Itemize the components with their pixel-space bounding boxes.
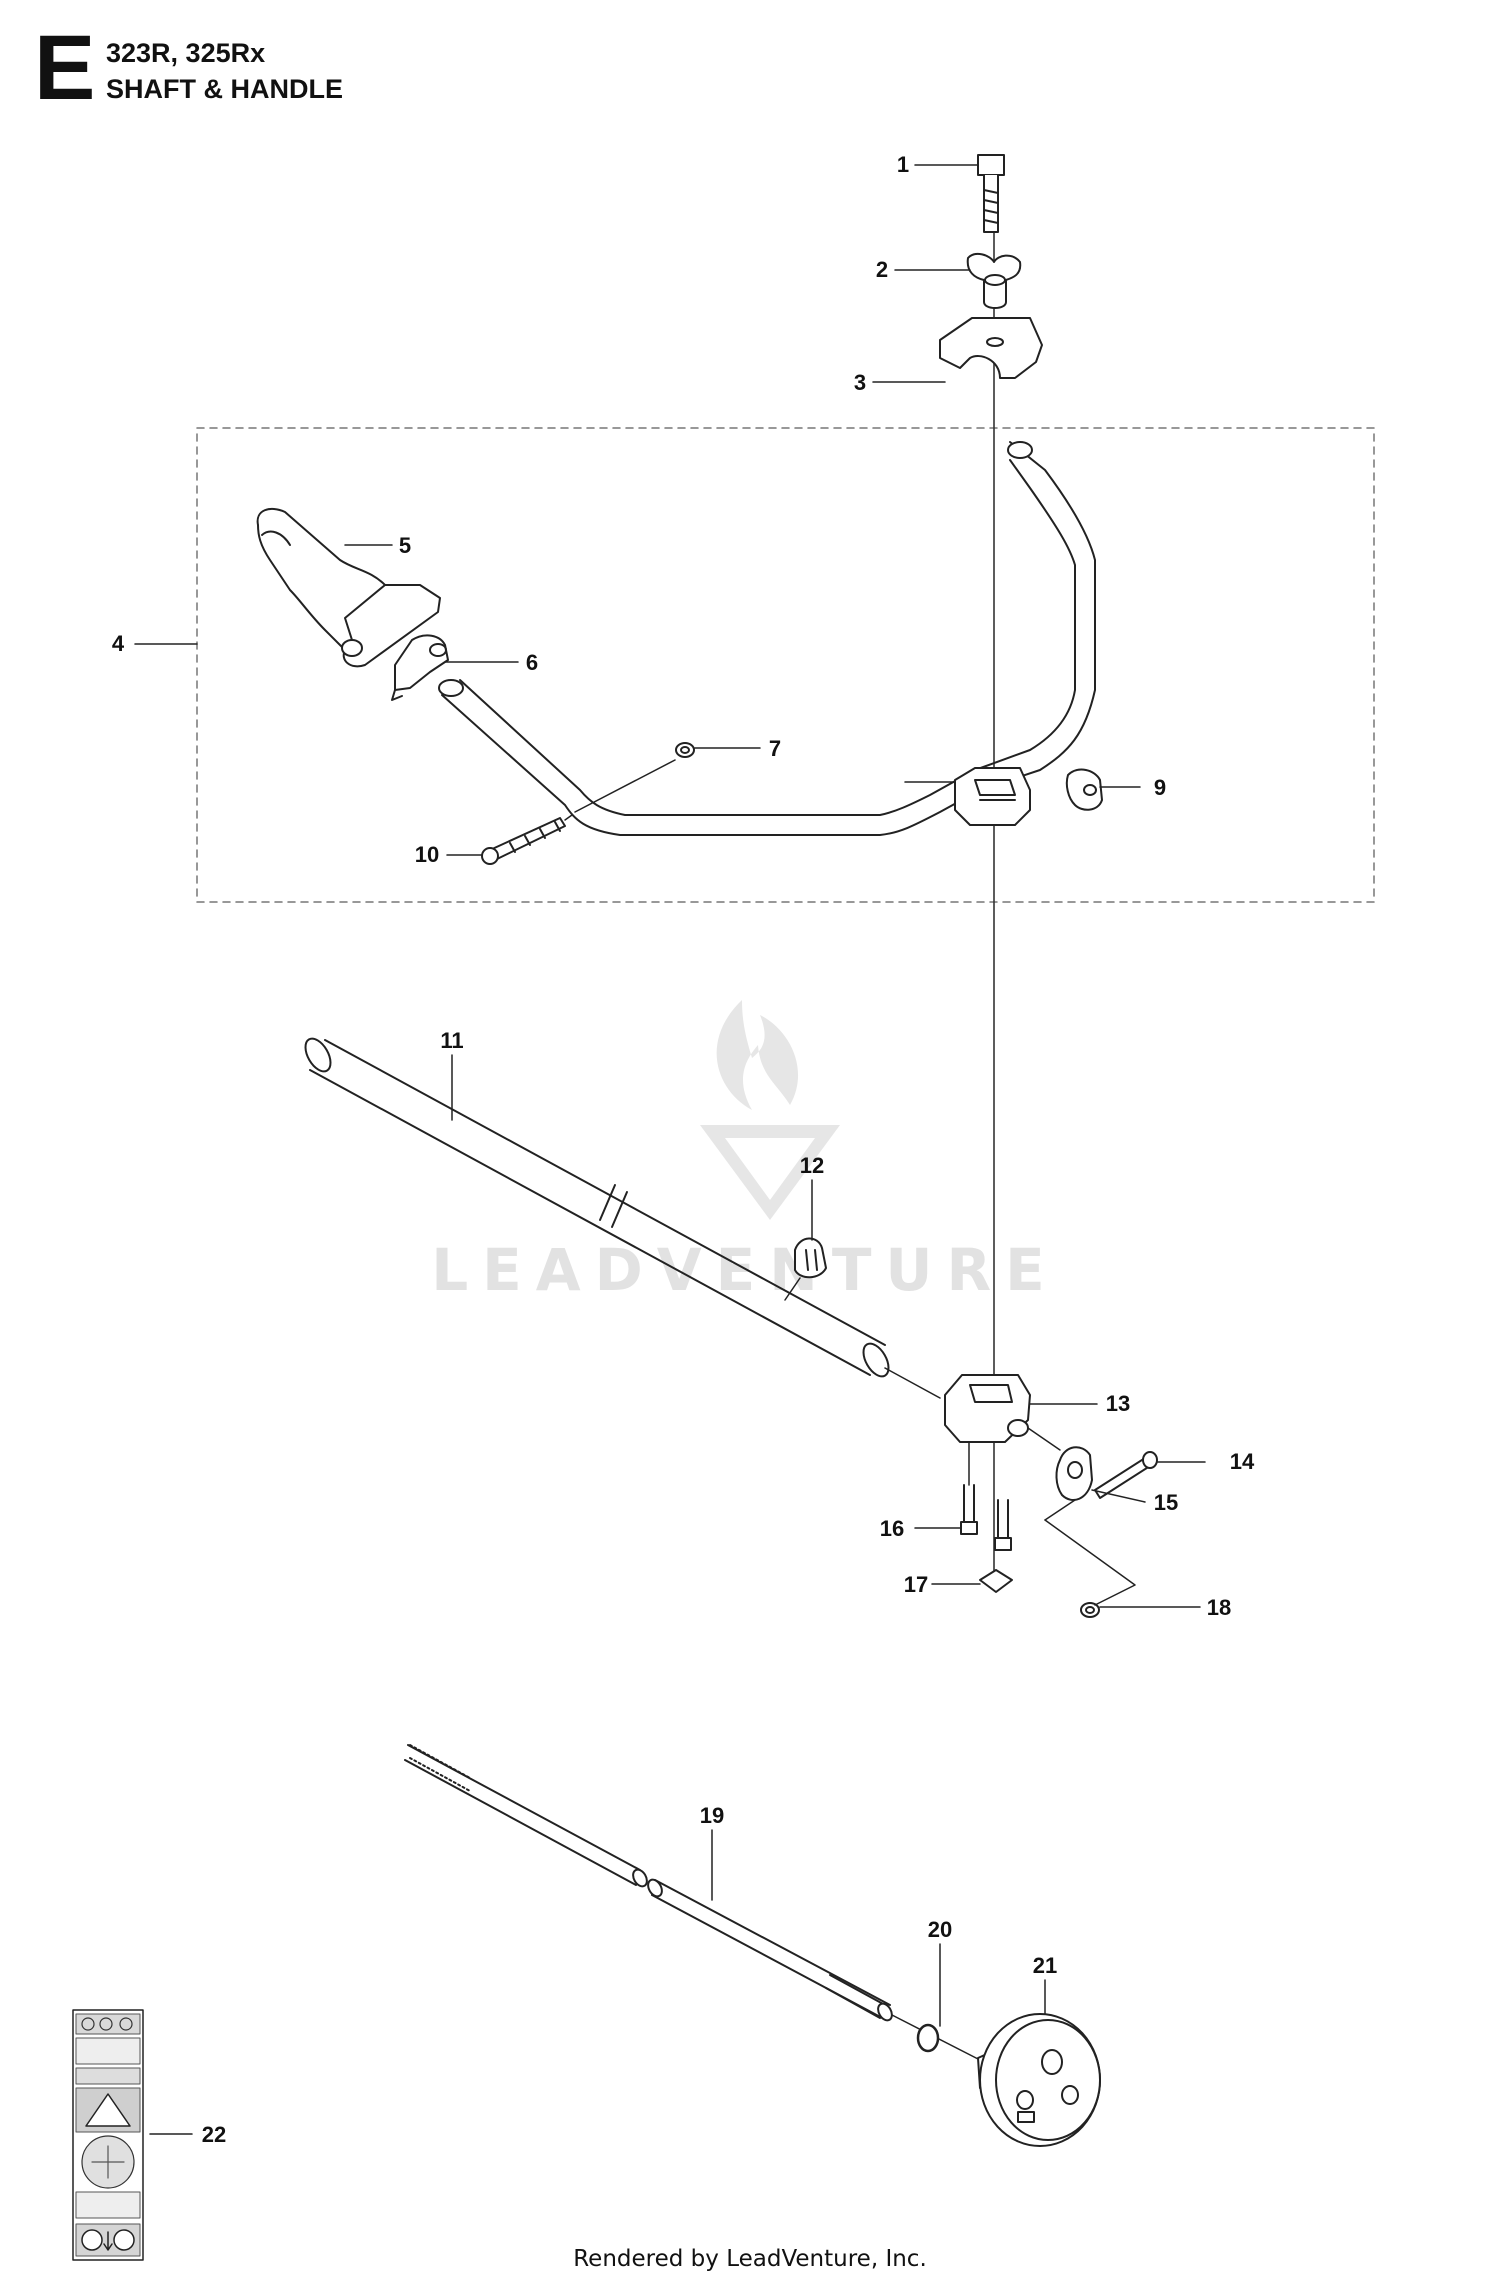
section-letter: E [34, 17, 96, 119]
part-retaining-ring [916, 2023, 940, 2053]
callout-4: 4 [112, 631, 125, 656]
handle-assembly-boundary [196, 427, 1375, 903]
part-clutch-drum [977, 2013, 1101, 2147]
part-nut-small [675, 742, 695, 758]
leader-lines [134, 164, 1206, 2135]
callout-3: 3 [854, 370, 866, 395]
callout-14: 14 [1230, 1449, 1255, 1474]
callout-6: 6 [526, 650, 538, 675]
part-18-guide [1044, 1519, 1136, 1606]
part-wing-nut [966, 252, 1022, 309]
callout-5: 5 [399, 533, 411, 558]
part-shaft-clamp [944, 1374, 1031, 1443]
callout-7: 7 [769, 736, 781, 761]
callout-1: 1 [897, 152, 909, 177]
part-15-guide [1044, 1499, 1076, 1521]
callout-21: 21 [1033, 1953, 1057, 1978]
part-hex-nut [1080, 1602, 1100, 1618]
callout-labels: 1 2 3 4 5 6 7 9 10 11 12 13 14 15 16 17 … [112, 152, 1255, 2147]
part-handlebar [438, 441, 1096, 836]
callout-13: 13 [1106, 1391, 1130, 1416]
part-grip [256, 507, 441, 668]
callout-19: 19 [700, 1803, 724, 1828]
shaft-guide-line [884, 1367, 941, 1399]
callout-15: 15 [1154, 1490, 1178, 1515]
part-square-nut [979, 1569, 1013, 1593]
diagram-title: SHAFT & HANDLE [106, 74, 343, 104]
callout-18: 18 [1207, 1595, 1231, 1620]
watermark-logo [700, 1000, 840, 1220]
callout-10: 10 [415, 842, 439, 867]
part-bottom-screws [960, 1484, 1012, 1551]
part-tube-clip [794, 1237, 827, 1279]
part-drive-shaft [404, 1744, 893, 2022]
callout-12: 12 [800, 1153, 824, 1178]
part-10-guide [564, 814, 573, 821]
part-handle-clamp-block [954, 767, 1031, 826]
callout-20: 20 [928, 1917, 952, 1942]
callout-2: 2 [876, 257, 888, 282]
part-clamp-screw [1094, 1451, 1158, 1499]
part-shaft-tube [304, 1037, 890, 1378]
callout-9: 9 [1154, 775, 1166, 800]
callout-22: 22 [202, 2122, 226, 2147]
callout-11: 11 [440, 1028, 463, 1053]
model-numbers: 323R, 325Rx [106, 38, 266, 68]
part-7-guide [574, 759, 676, 813]
part-13-guide [1027, 1427, 1061, 1451]
part-bolt [977, 154, 1005, 233]
part-12-guide [784, 1277, 801, 1301]
part-decal-sheet [72, 2009, 144, 2261]
callout-17: 17 [904, 1572, 928, 1597]
footer-credit: Rendered by LeadVenture, Inc. [573, 2246, 927, 2272]
callout-16: 16 [880, 1516, 904, 1541]
part-handle-clamp [391, 634, 449, 701]
watermark-text: LEADVENTURE [431, 1236, 1059, 1304]
part-clamp-cap [939, 317, 1043, 379]
part-side-knob [1065, 768, 1103, 811]
part-screw-long [481, 817, 566, 865]
part-clamp-knob [1055, 1446, 1093, 1501]
